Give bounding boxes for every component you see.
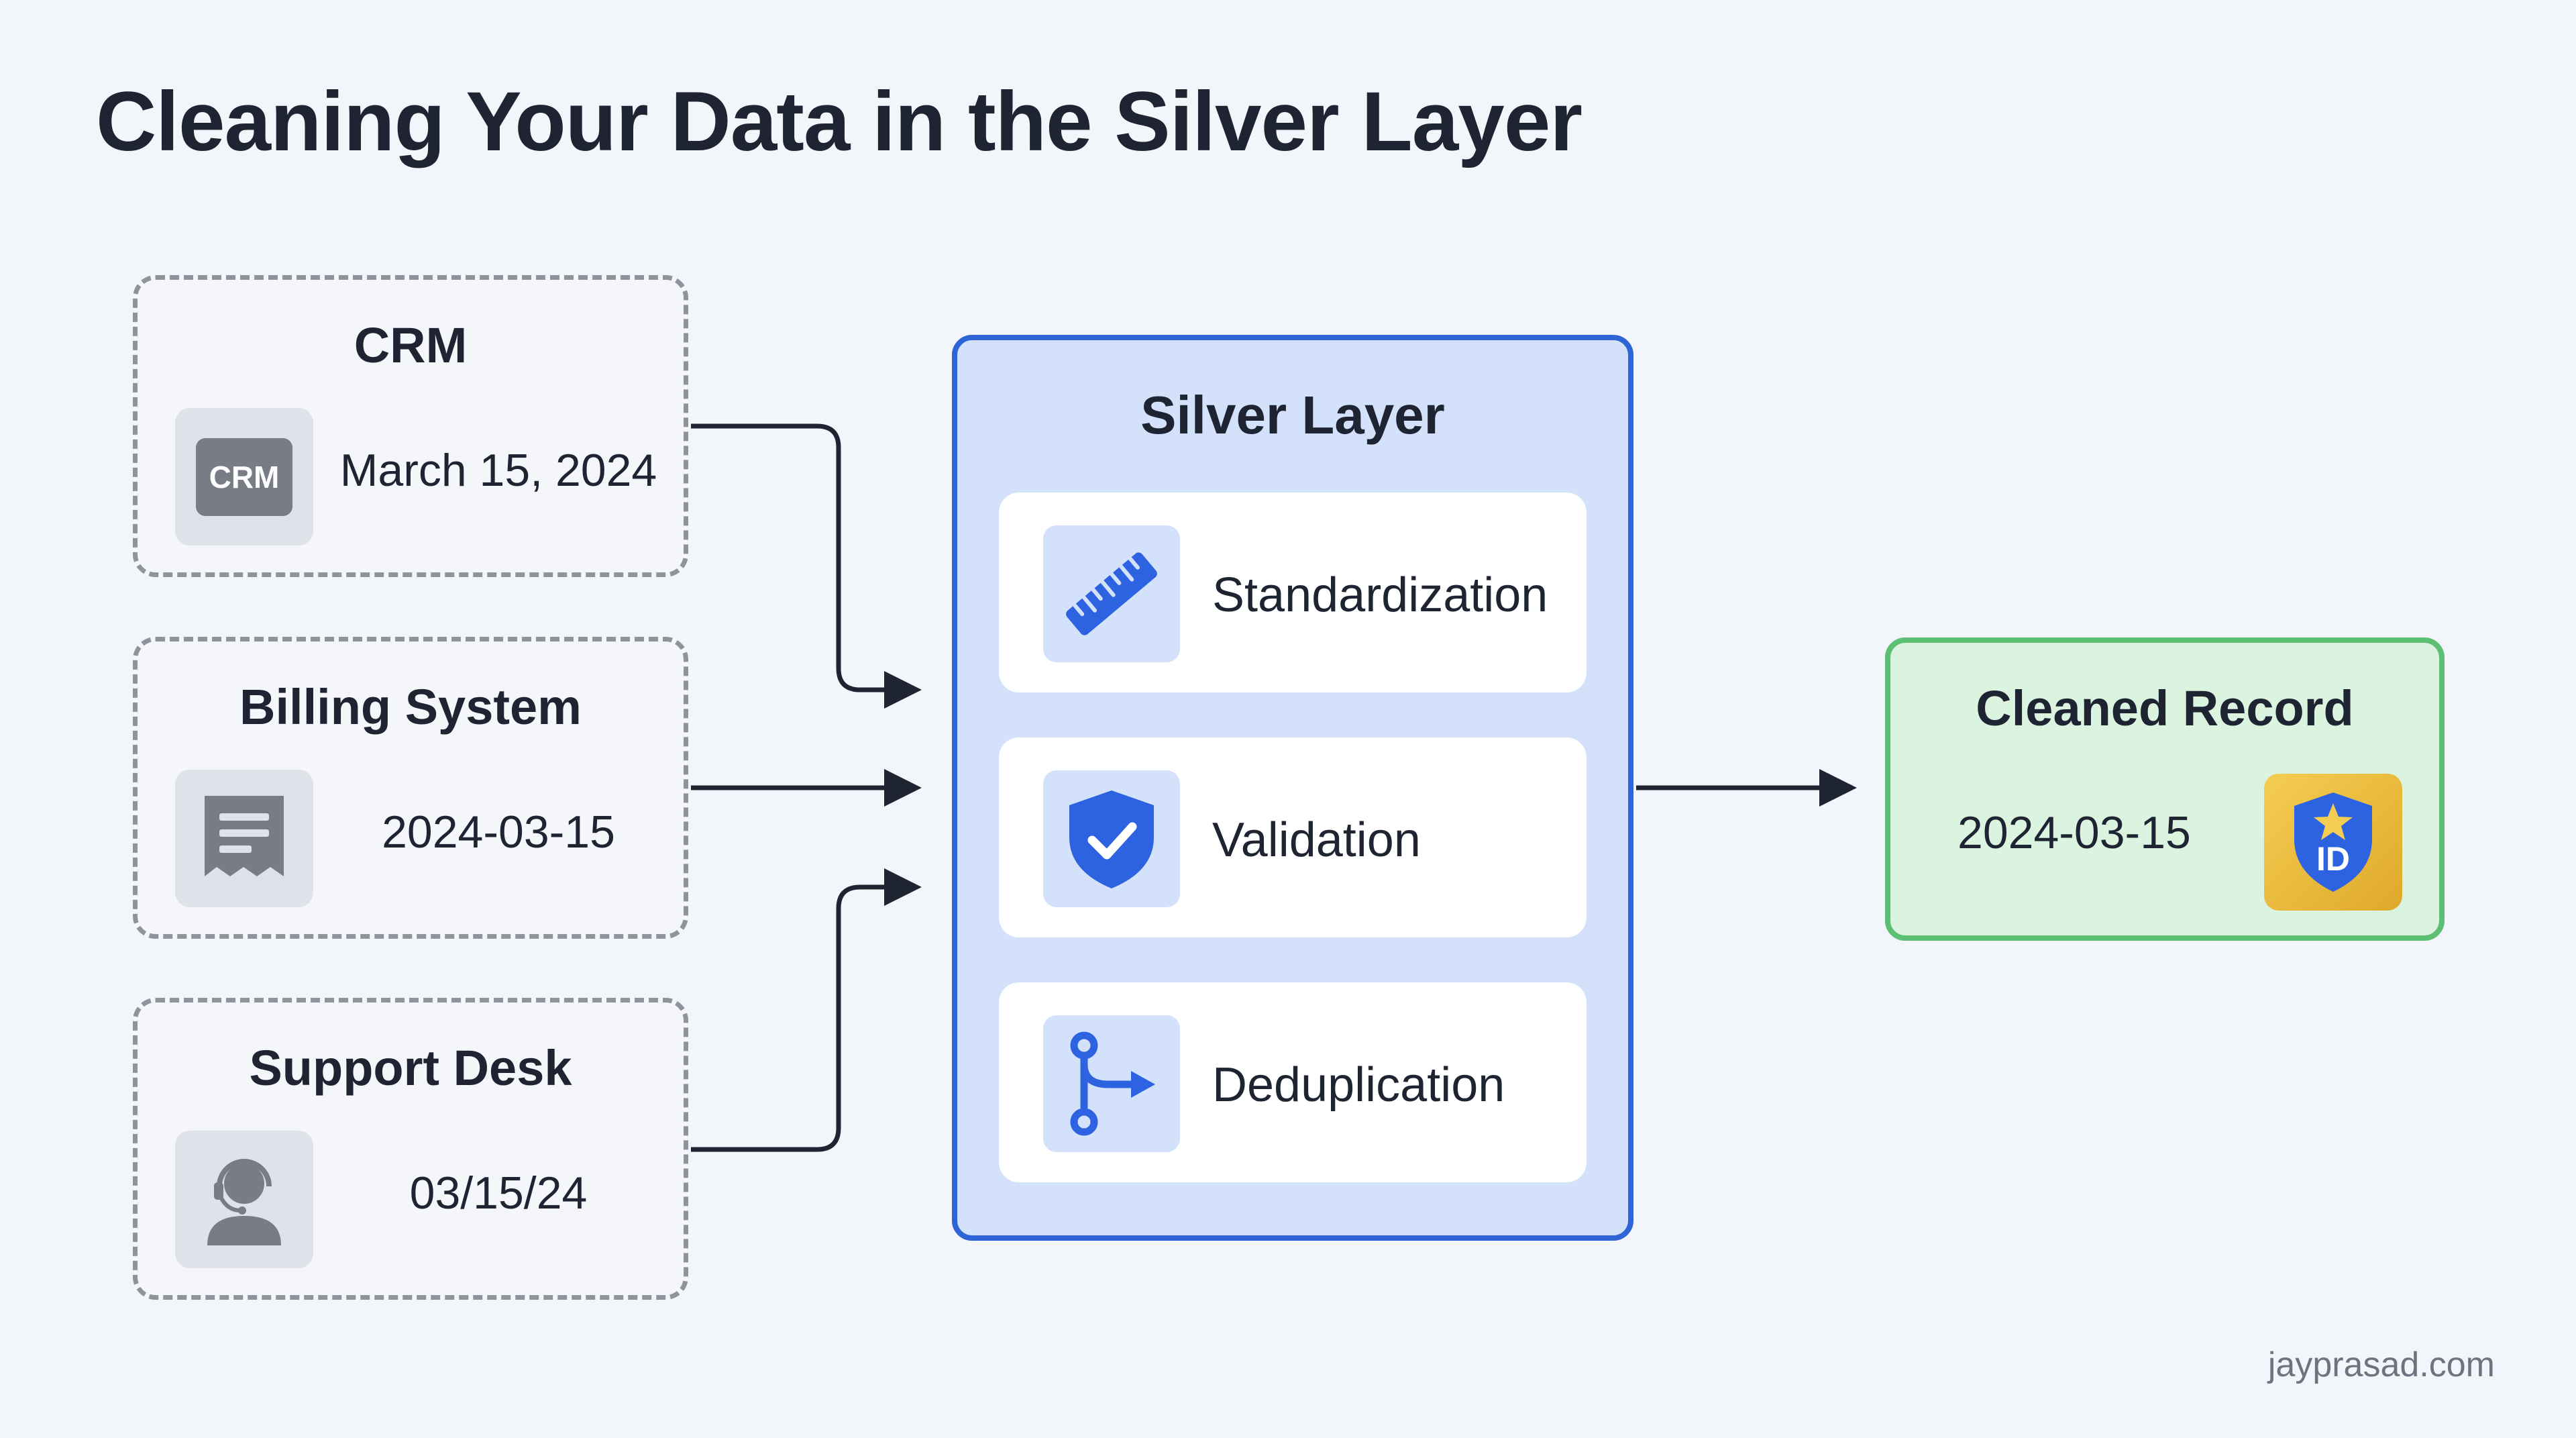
source-value-billing: 2024-03-15 xyxy=(382,807,615,858)
silver-layer-title: Silver Layer xyxy=(1140,385,1445,445)
source-box-crm: CRM CRM March 15, 2024 xyxy=(133,275,688,577)
shield-check-icon xyxy=(1069,790,1154,888)
step-card-validation: Validation xyxy=(999,737,1587,937)
output-title: Cleaned Record xyxy=(1976,680,2354,736)
crm-icon-tile: CRM xyxy=(175,408,313,546)
id-badge-text: ID xyxy=(2316,840,2350,878)
step-label-validation: Validation xyxy=(1212,813,1421,867)
source-title-support: Support Desk xyxy=(249,1040,572,1096)
validation-icon-tile xyxy=(1043,770,1180,907)
step-card-standardization: Standardization xyxy=(999,493,1587,692)
crm-badge-icon: CRM xyxy=(196,438,292,516)
id-badge-icon: ID xyxy=(2264,774,2402,911)
step-card-deduplication: Deduplication xyxy=(999,982,1587,1182)
output-box-cleaned-record: Cleaned Record 2024-03-15 ID xyxy=(1885,637,2445,941)
source-box-billing: Billing System 2024-03-15 xyxy=(133,637,688,939)
ruler-icon xyxy=(1066,552,1157,635)
source-box-support: Support Desk 03/15/24 xyxy=(133,998,688,1300)
connector-crm-to-silver xyxy=(691,423,922,709)
merge-branch-icon xyxy=(1070,1031,1155,1136)
receipt-icon xyxy=(205,795,284,876)
output-value: 2024-03-15 xyxy=(1957,807,2191,858)
billing-icon-tile xyxy=(175,770,313,907)
deduplication-icon-tile xyxy=(1043,1015,1180,1152)
source-value-crm: March 15, 2024 xyxy=(339,445,657,496)
source-value-support: 03/15/24 xyxy=(409,1168,588,1219)
silver-layer-container: Silver Layer Standardizati xyxy=(952,335,1633,1241)
standardization-icon-tile xyxy=(1043,525,1180,662)
support-agent-icon xyxy=(207,1158,281,1245)
support-icon-tile xyxy=(175,1131,313,1268)
page-title: Cleaning Your Data in the Silver Layer xyxy=(96,75,1582,168)
source-title-crm: CRM xyxy=(354,317,468,373)
id-shield-icon: ID xyxy=(2294,792,2372,892)
step-label-deduplication: Deduplication xyxy=(1212,1058,1505,1112)
connector-support-to-silver xyxy=(691,868,922,1152)
step-label-standardization: Standardization xyxy=(1212,568,1548,622)
watermark: jayprasad.com xyxy=(2267,1345,2495,1384)
source-title-billing: Billing System xyxy=(239,679,582,735)
